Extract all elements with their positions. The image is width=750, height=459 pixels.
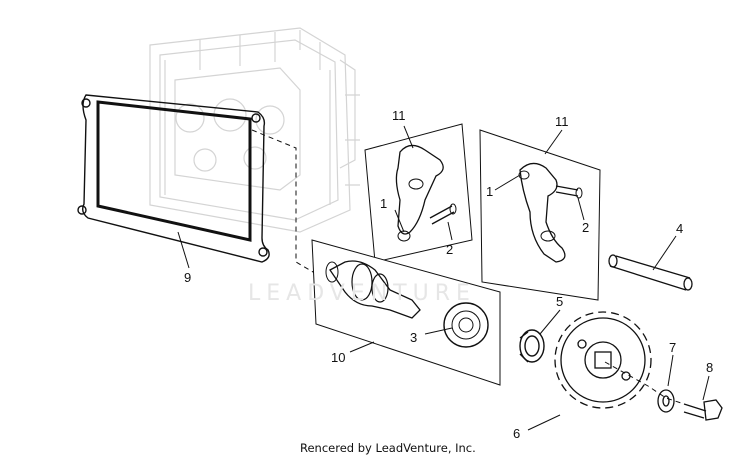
camshaft-panel: [311, 239, 501, 386]
washer: [657, 389, 675, 413]
valve-cover-gasket: [77, 94, 270, 263]
callout-3: 3: [410, 330, 417, 345]
callout-11-left: 11: [392, 108, 406, 123]
callout-11-right: 11: [555, 114, 569, 129]
callout-7: 7: [669, 340, 676, 355]
rocker-arm-panel-left: [364, 123, 473, 263]
bearing-inner: [451, 310, 481, 340]
leader-lines: [177, 125, 710, 431]
bearing-outer: [443, 302, 489, 348]
callout-6: 6: [513, 426, 520, 441]
watermark-text: LEADVENTURE: [248, 281, 476, 306]
callout-1-right: 1: [486, 184, 493, 199]
callout-9: 9: [184, 270, 191, 285]
pin-shaft: [608, 254, 693, 291]
cylinder-head-ghost: [149, 27, 360, 233]
alignment-dash-line: [251, 129, 331, 283]
callout-5: 5: [556, 294, 563, 309]
rocker-arm-panel-right: [479, 129, 601, 301]
callout-8: 8: [706, 360, 713, 375]
callout-1-left: 1: [380, 196, 387, 211]
oil-seal: [519, 329, 545, 363]
callout-2-right: 2: [582, 220, 589, 235]
cam-sprocket: [554, 311, 652, 409]
callout-10: 10: [331, 350, 345, 365]
callout-4: 4: [676, 221, 683, 236]
render-credit: Rencered by LeadVenture, Inc.: [300, 441, 476, 455]
bolt: [683, 399, 723, 421]
callout-2-left: 2: [446, 242, 453, 257]
